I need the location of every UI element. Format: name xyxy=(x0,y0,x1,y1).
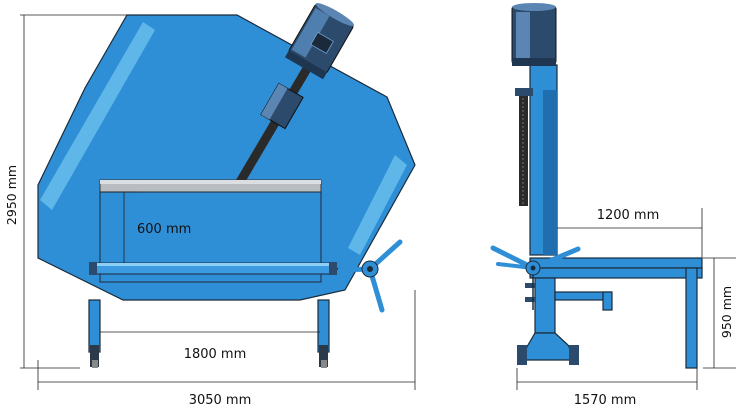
side-view: 1200 mm 950 mm 1570 mm xyxy=(490,3,736,408)
overall-width-label: 3050 mm xyxy=(189,393,252,408)
height-dimension xyxy=(20,14,130,369)
side-handwheel-icon xyxy=(490,245,581,276)
inner-width-label: 1800 mm xyxy=(184,347,247,362)
overall-width-dimension xyxy=(37,290,416,390)
handwheel-icon xyxy=(337,239,403,313)
height-label: 2950 mm xyxy=(4,165,19,225)
front-legs xyxy=(88,299,330,368)
side-base xyxy=(519,332,577,361)
front-view: 2950 mm xyxy=(4,3,416,408)
coupling xyxy=(260,82,304,130)
reach-dimension xyxy=(557,208,703,258)
motor-icon xyxy=(284,3,355,80)
side-motor-icon xyxy=(511,3,557,66)
table-height-label: 950 mm xyxy=(719,286,734,338)
reach-label: 1200 mm xyxy=(597,208,660,223)
depth-dimension xyxy=(516,368,698,390)
front-body-panel xyxy=(37,14,416,301)
depth-label: 1570 mm xyxy=(574,393,637,408)
cut-height-label: 600 mm xyxy=(137,222,191,237)
table-height-dimension xyxy=(703,257,736,369)
